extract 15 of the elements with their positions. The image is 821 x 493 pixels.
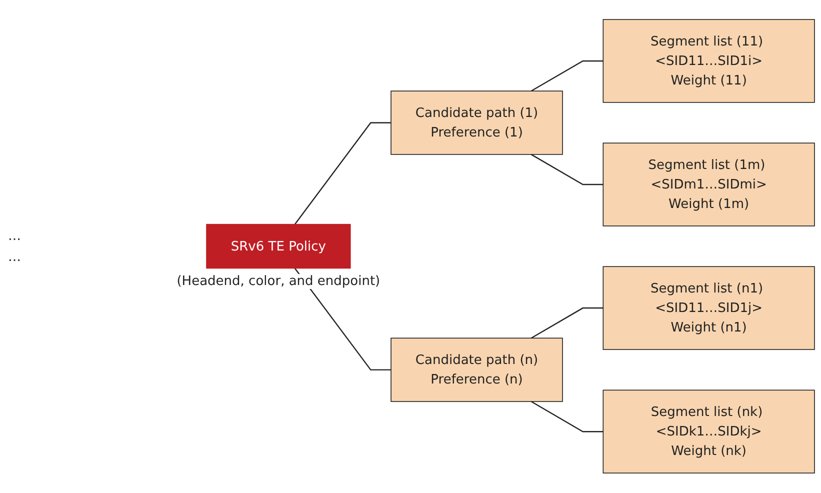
ellipsis-note: … [8, 228, 22, 244]
node-box: Segment list (nk) <SIDk1…SIDkj> Weight (nk) [602, 390, 815, 474]
node-box: Candidate path (1) Preference (1) [390, 90, 563, 156]
node-box: Segment list (11) <SID11…SID1i> Weight (11) [602, 19, 815, 104]
connector [530, 308, 604, 339]
ellipsis-note: … [8, 250, 22, 264]
connector [294, 122, 391, 225]
node-box: SRv6 TE Policy [206, 224, 351, 269]
connector [530, 154, 604, 186]
node-box: Candidate path (n) Preference (n) [390, 338, 563, 402]
connector [530, 401, 604, 432]
node-box: Segment list (1m) <SIDm1…SIDmi> Weight (1m) [602, 142, 815, 227]
node-box: Segment list (n1) <SID11…SID1j> Weight (n1) [602, 266, 815, 350]
connector [294, 268, 392, 371]
connector [530, 60, 604, 92]
